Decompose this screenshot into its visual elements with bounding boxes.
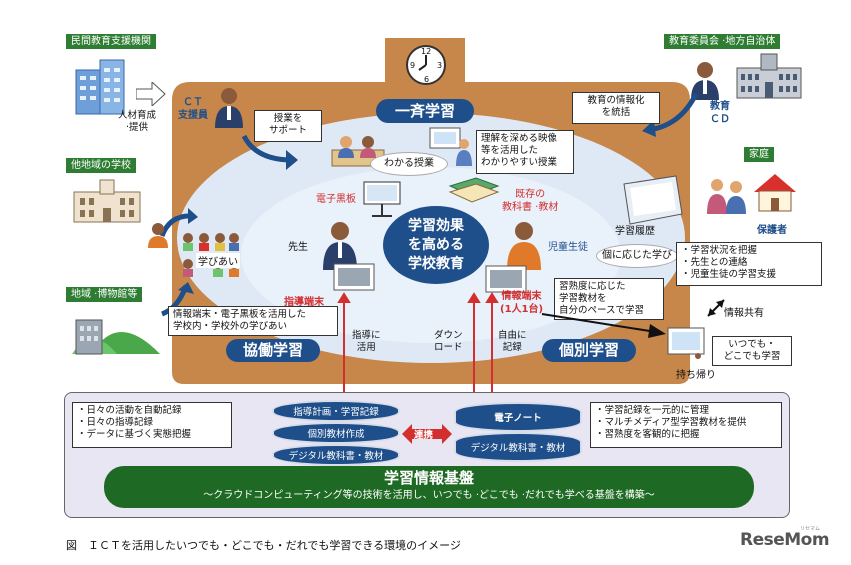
office-building-icon xyxy=(70,56,132,116)
curved-arrow-icon xyxy=(161,282,194,317)
figure-caption: 図 ＩＣＴを活用したいつでも・どこでも・だれでも学習できる環境のイメージ xyxy=(66,539,461,552)
curved-arrow-icon xyxy=(241,134,298,170)
anytime-box: いつでも・ どこでも学習 xyxy=(712,336,792,366)
government-building-icon xyxy=(735,52,803,100)
clock-number-6: 6 xyxy=(424,75,430,84)
teacher-person-icon xyxy=(320,220,360,270)
home-function-item: ・学習状況を把握 xyxy=(681,245,758,256)
label-renkei: 連携 xyxy=(414,430,434,441)
wakaru-bubble: わかる授業 xyxy=(370,152,448,176)
school-icon xyxy=(72,178,142,224)
museum-hills-icon xyxy=(72,306,162,356)
right-bottom-item: ・学習記録を一元的に管理 xyxy=(595,405,710,416)
edu-cd-person-icon xyxy=(688,60,722,100)
electronic-whiteboard-icon xyxy=(362,180,402,218)
house-icon xyxy=(752,172,798,212)
ct-support-person-icon xyxy=(212,86,246,128)
label-joho-kyoyu: 情報共有 xyxy=(724,308,764,319)
teacher-terminal-icon xyxy=(332,262,376,292)
right-bottom-item: ・マルチメディア型学習教材を提供 xyxy=(595,417,747,428)
left-bottom-item: ・日々の指導記録 xyxy=(77,417,154,428)
clock-number-3: 3 xyxy=(437,61,443,70)
integrate-box: 教育の情報化 を統括 xyxy=(572,92,660,124)
terminal-board-box: 情報端末・電子黒板を活用した 学校内・学校外の学びあい xyxy=(168,306,338,336)
arrow-to-home-icon xyxy=(541,313,666,338)
platform-title: 学習情報基盤 xyxy=(383,469,474,487)
database-left: 指導計画・学習記録 個別教材作成 デジタル教科書・教材 xyxy=(272,400,400,466)
label-edu-cd: 教育 ＣＤ xyxy=(710,101,730,125)
label-home: 家庭 xyxy=(744,147,774,162)
label-shidou-tanmatsu: 指導端末 xyxy=(284,297,324,308)
right-bottom-item: ・習熟度を客観的に把握 xyxy=(595,429,700,440)
manabiai-bubble: 学びあい xyxy=(196,253,240,268)
label-sensei: 先生 xyxy=(288,242,308,253)
left-bottom-item: ・日々の活動を自動記録 xyxy=(77,405,182,416)
clock-number-12: 12 xyxy=(421,47,432,56)
db-right-disk-2: デジタル教科書・教材 xyxy=(454,432,582,462)
label-guardian: 保護者 xyxy=(757,225,787,236)
left-bottom-box: ・日々の活動を自動記録 ・日々の指導記録 ・データに基づく実態把握 xyxy=(72,402,232,448)
label-board: 教育委員会 ·地方自治体 xyxy=(664,34,781,49)
db-left-disk-1: 指導計画・学習記録 xyxy=(272,400,400,422)
mode-ichisei: 一斉学習 xyxy=(376,99,474,123)
label-kyokasho: 既存の 教科書 ·教材 xyxy=(502,189,559,213)
renkei-arrow-icon xyxy=(402,424,452,444)
clock-hands-icon xyxy=(418,55,427,71)
home-function-item: ・先生との連絡 xyxy=(681,257,748,268)
database-right: 電子ノート デジタル教科書・教材 xyxy=(454,402,582,462)
center-circle: 学習効果 を高める 学校教育 xyxy=(383,206,489,284)
label-jidou: 児童生徒 xyxy=(548,242,588,253)
pace-learning-box: 習熟度に応じた 学習教材を 自分のペースで学習 xyxy=(554,278,664,320)
platform-subtitle: ～クラウドコンピューティング等の技術を活用し、いつでも ·どこでも ·だれでも学… xyxy=(203,490,655,501)
db-left-disk-3: デジタル教科書・教材 xyxy=(272,444,400,466)
books-icon xyxy=(446,174,502,204)
support-class-box: 授業を サポート xyxy=(254,110,322,142)
deep-video-box: 理解を深める映像 等を活用した わかりやすい授業 xyxy=(476,130,574,174)
right-bottom-box: ・学習記録を一元的に管理 ・マルチメディア型学習教材を提供 ・習熟度を客観的に把… xyxy=(590,402,782,448)
curved-arrow-icon xyxy=(159,208,198,237)
mode-kobetsu: 個別学習 xyxy=(542,339,636,362)
label-jiyu-kiroku: 自由に 記録 xyxy=(498,330,527,353)
tablet-large-icon xyxy=(620,174,684,226)
label-talent: 人材育成 ·提供 xyxy=(118,110,157,133)
label-gakushu-rireki: 学習履歴 xyxy=(615,226,655,237)
student-person-icon xyxy=(504,220,544,270)
label-denshi-kokuban: 電子黒板 xyxy=(316,194,356,205)
label-other-school: 他地域の学校 xyxy=(66,158,136,173)
label-shidou-katsuyou: 指導に 活用 xyxy=(352,330,381,353)
label-private-org: 民間教育支援機関 xyxy=(66,34,156,49)
kobetsu-manabi-bubble: 個に応じた学び xyxy=(596,244,678,268)
curved-arrow-icon xyxy=(642,92,699,137)
logo-sub: リセマム xyxy=(800,526,821,532)
student-terminal-icon xyxy=(484,264,528,294)
label-museum: 地域 ·博物館等 xyxy=(66,287,143,302)
clock-number-9: 9 xyxy=(410,61,416,70)
label-mochikaeri: 持ち帰り xyxy=(676,370,716,381)
left-bottom-item: ・データに基づく実態把握 xyxy=(77,429,192,440)
guardian-people-icon xyxy=(705,176,749,216)
teacher-board-icon xyxy=(428,126,472,166)
home-function-item: ・児童生徒の学習支援 xyxy=(681,269,777,280)
other-school-student-icon xyxy=(146,222,170,248)
db-right-disk-1: 電子ノート xyxy=(454,402,582,432)
resemom-logo[interactable]: ReseMom xyxy=(740,530,830,550)
home-tablet-icon xyxy=(666,326,706,360)
arrow-right-icon xyxy=(136,82,166,106)
home-functions-box: ・学習状況を把握 ・先生との連絡 ・児童生徒の学習支援 xyxy=(676,242,822,286)
db-left-disk-2: 個別教材作成 xyxy=(272,422,400,444)
label-ct-support: ＣＴ 支援員 xyxy=(178,97,208,121)
platform-bar: 学習情報基盤 ～クラウドコンピューティング等の技術を活用し、いつでも ·どこでも… xyxy=(104,466,754,508)
double-arrow-icon xyxy=(707,299,725,317)
label-download: ダウン ロード xyxy=(434,330,463,353)
clock-icon: 12 3 6 9 xyxy=(406,45,446,85)
mode-kyodo: 協働学習 xyxy=(226,339,320,362)
label-joho-tanmatsu: 情報端末 (1人1台) xyxy=(500,291,544,315)
